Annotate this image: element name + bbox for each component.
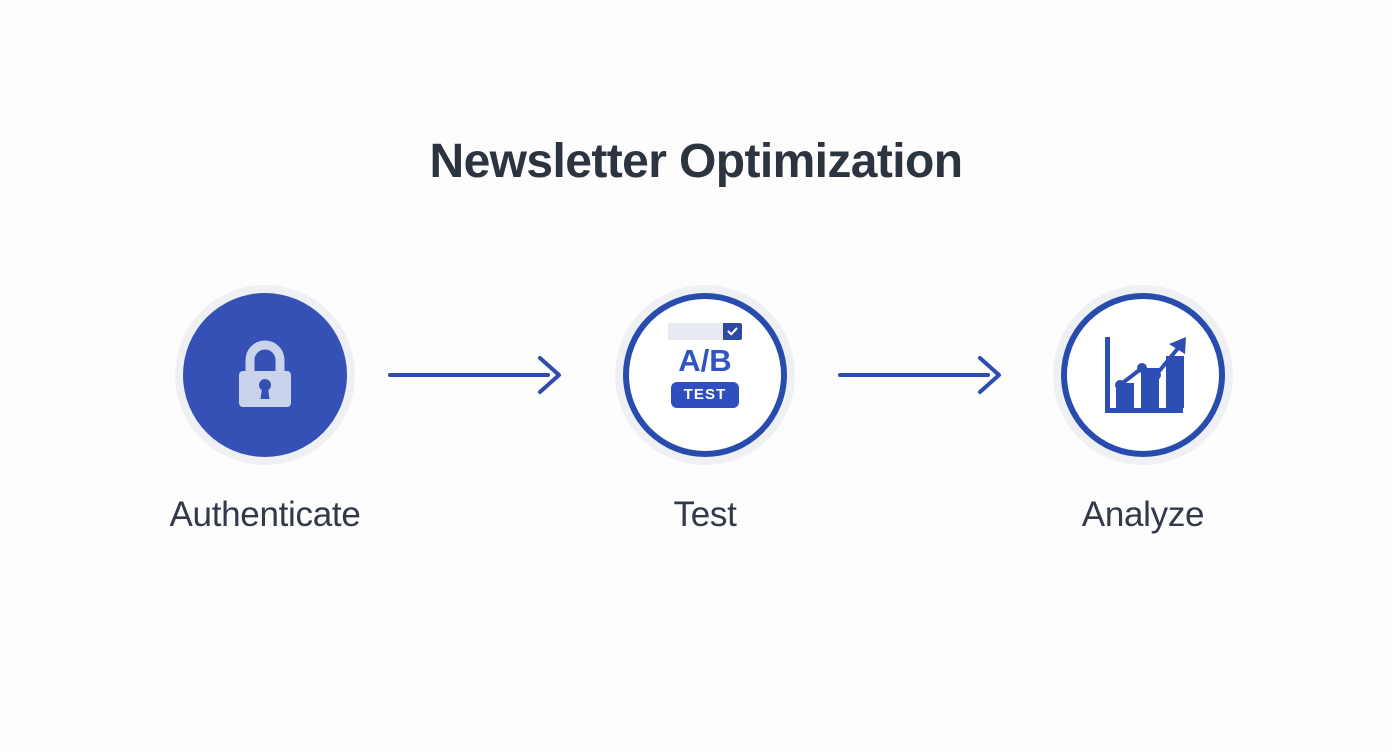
ab-variant-text: A/B [678, 343, 732, 378]
ab-test-button[interactable]: TEST [670, 382, 740, 408]
flow-step-label-test: Test [673, 495, 737, 534]
bar-chart-trend-up-icon [1053, 285, 1233, 465]
flow-step-label-analyze: Analyze [1081, 495, 1205, 534]
arrow-authenticate-to-test [388, 347, 568, 403]
ab-test-icon: A/B TEST [615, 285, 795, 465]
ab-input-row [668, 323, 742, 340]
ab-input-field[interactable] [668, 323, 723, 340]
step-circle-outlined [623, 293, 787, 457]
checkbox-checked[interactable] [723, 323, 742, 340]
page-title: Newsletter Optimization [429, 135, 964, 188]
lock-icon [175, 285, 355, 465]
process-flow: Authenticate [0, 285, 1392, 534]
flow-step-analyze[interactable]: Analyze [1053, 285, 1233, 534]
flow-step-test[interactable]: A/B TEST Test [615, 285, 795, 534]
arrow-test-to-analyze [838, 347, 1008, 403]
flow-step-authenticate[interactable]: Authenticate [170, 285, 361, 534]
flow-step-label-authenticate: Authenticate [169, 495, 361, 534]
